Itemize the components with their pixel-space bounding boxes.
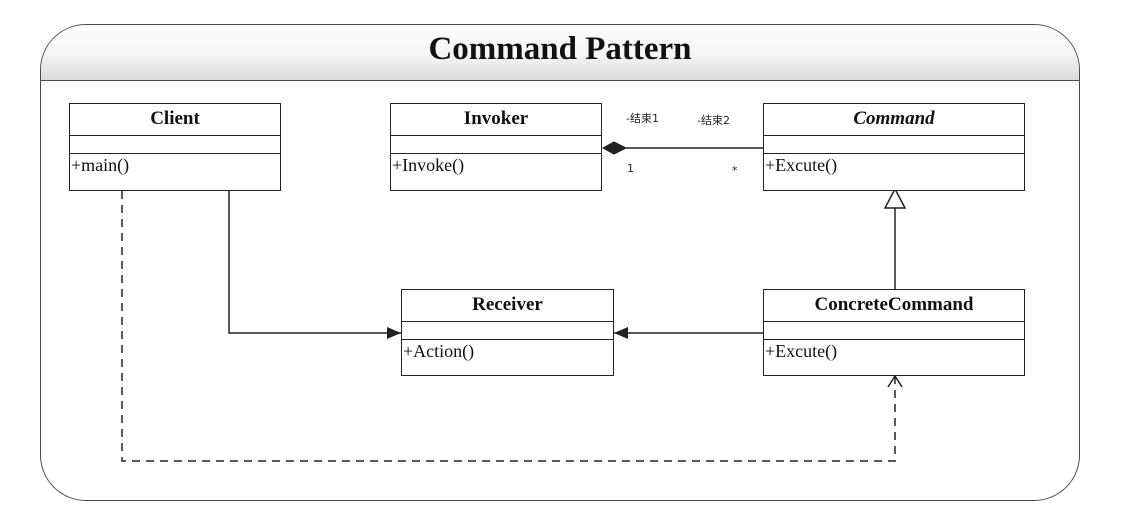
class-receiver-operations: +Action() [402,340,613,375]
class-invoker-name: Invoker [391,104,601,136]
multiplicity-end1: 1 [627,162,634,175]
class-client-operation: +main() [71,155,130,175]
class-command-operations: +Excute() [764,154,1024,190]
class-command-operation: +Excute() [765,155,838,175]
client-concrete-command-dependency [121,191,903,462]
composition-diamond [601,141,628,155]
generalization-triangle [883,187,907,209]
class-concrete-command-operation: +Excute() [765,341,838,361]
diagram-title: Command Pattern [428,31,692,67]
class-command-attributes [764,136,1024,154]
class-client-name: Client [70,104,280,136]
class-receiver[interactable]: Receiver +Action() [401,289,614,376]
class-concrete-command-attributes [764,322,1024,340]
class-invoker-operations: +Invoke() [391,154,601,190]
class-client-attributes [70,136,280,154]
class-receiver-operation: +Action() [403,341,475,361]
concrete-command-generalization [883,187,907,290]
dependency-line [121,191,896,462]
class-client-operations: +main() [70,154,280,190]
class-command[interactable]: Command +Excute() [763,103,1025,191]
class-invoker-attributes [391,136,601,154]
class-concrete-command-name: ConcreteCommand [764,290,1024,322]
class-client[interactable]: Client +main() [69,103,281,191]
role-label-end2: -结束2 [697,114,730,127]
class-receiver-attributes [402,322,613,340]
diagram-header: Command Pattern [41,25,1079,81]
dependency-arrowhead [887,374,903,388]
class-concrete-command[interactable]: ConcreteCommand +Excute() [763,289,1025,376]
client-receiver-association [228,191,401,339]
invoker-command-composition [601,141,763,155]
class-command-name: Command [764,104,1024,136]
class-receiver-name: Receiver [402,290,613,322]
class-invoker[interactable]: Invoker +Invoke() [390,103,602,191]
class-invoker-operation: +Invoke() [392,155,465,175]
class-concrete-command-operations: +Excute() [764,340,1024,375]
multiplicity-end2: * [732,164,738,177]
role-label-end1: -结束1 [626,112,659,125]
